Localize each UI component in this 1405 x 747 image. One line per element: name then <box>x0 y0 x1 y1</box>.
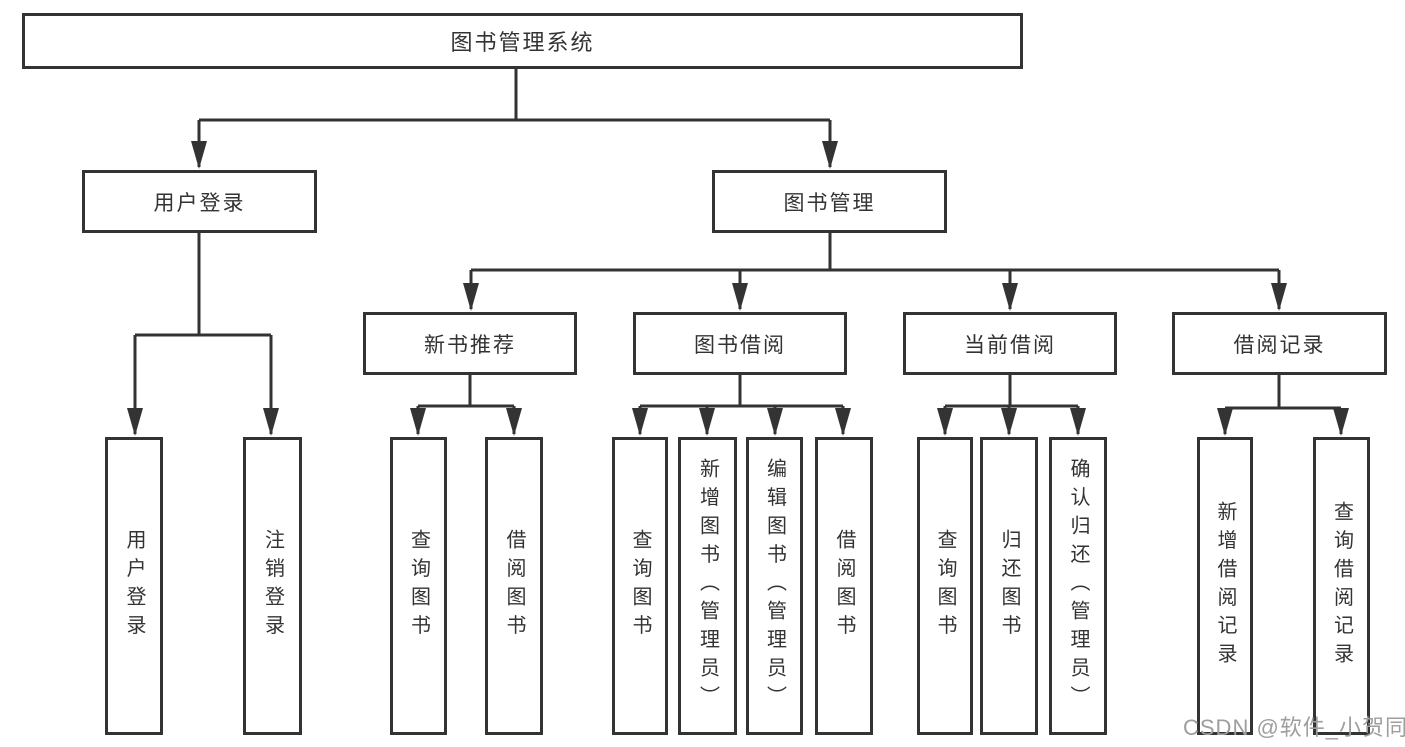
leaf-confirm-return-admin: 确认归还（管理员） <box>1049 437 1107 735</box>
leaf-add-books-admin: 新增图书（管理员） <box>678 437 737 735</box>
node-borrowing-records: 借阅记录 <box>1172 312 1387 375</box>
leaf-query-borrow-record: 查询借阅记录 <box>1313 437 1370 735</box>
csdn-watermark: CSDN @软件_小贺同学 <box>1183 715 1405 740</box>
leaf-label: 查询借阅记录 <box>1330 500 1353 672</box>
leaf-query-books-current: 查询图书 <box>917 437 973 735</box>
leaf-edit-books-admin: 编辑图书（管理员） <box>746 437 803 735</box>
leaf-label: 查询图书 <box>407 529 430 643</box>
node-book-management: 图书管理 <box>712 170 947 233</box>
leaf-query-books-borrowing: 查询图书 <box>612 437 668 735</box>
leaf-label: 查询图书 <box>629 529 651 643</box>
node-label: 新书推荐 <box>424 333 516 357</box>
leaf-label: 注销登录 <box>261 529 284 643</box>
leaf-return-books: 归还图书 <box>980 437 1038 735</box>
node-label: 当前借阅 <box>964 333 1056 357</box>
node-user-login: 用户登录 <box>82 170 317 233</box>
leaf-label: 用户登录 <box>123 529 145 643</box>
node-book-borrowing: 图书借阅 <box>633 312 847 375</box>
leaf-label: 确认归还（管理员） <box>1067 458 1089 714</box>
node-label: 借阅记录 <box>1233 333 1326 357</box>
node-label: 图书管理系统 <box>450 30 595 55</box>
leaf-add-borrow-record: 新增借阅记录 <box>1197 437 1253 735</box>
leaf-label: 新增图书（管理员） <box>696 458 719 714</box>
leaf-label: 借阅图书 <box>503 529 525 643</box>
leaf-label: 查询图书 <box>934 529 956 643</box>
node-label: 图书借阅 <box>694 333 786 357</box>
leaf-query-books-recommend: 查询图书 <box>390 437 447 735</box>
leaf-label: 新增借阅记录 <box>1214 500 1236 672</box>
leaf-label: 编辑图书（管理员） <box>763 458 786 714</box>
node-library-management-system: 图书管理系统 <box>22 13 1023 69</box>
node-label: 图书管理 <box>783 191 876 215</box>
leaf-user-login: 用户登录 <box>105 437 163 735</box>
node-current-borrowing: 当前借阅 <box>903 312 1117 375</box>
leaf-label: 借阅图书 <box>833 529 855 643</box>
leaf-borrow-books-recommend: 借阅图书 <box>485 437 543 735</box>
leaf-borrow-books: 借阅图书 <box>815 437 873 735</box>
node-label: 用户登录 <box>153 191 246 215</box>
leaf-logout: 注销登录 <box>243 437 302 735</box>
node-new-book-recommendation: 新书推荐 <box>363 312 577 375</box>
leaf-label: 归还图书 <box>998 529 1020 643</box>
